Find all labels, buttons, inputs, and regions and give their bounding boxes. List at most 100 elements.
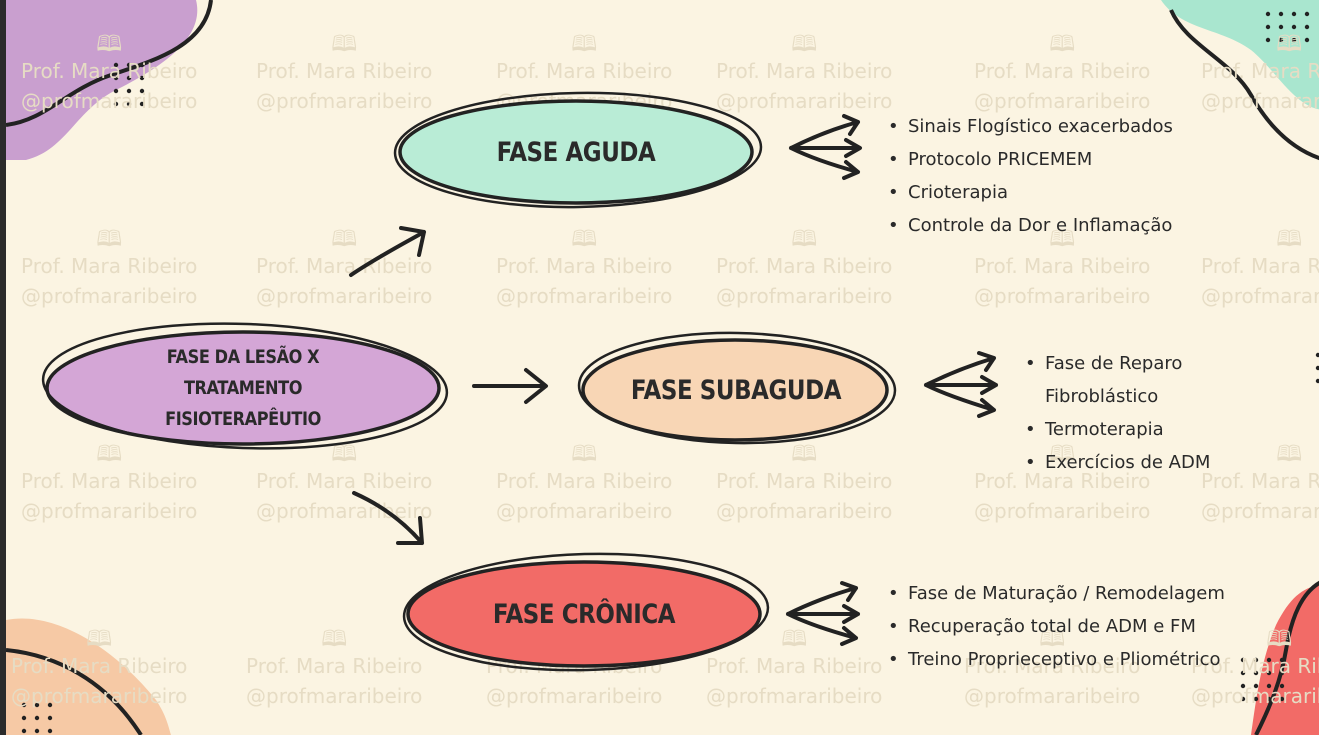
watermark-name: Prof. Mara Ribeiro [496,59,673,83]
book-icon: 🕮 [571,32,598,57]
decor-dot [1253,657,1259,663]
watermark-handle: @profmararibeiro [11,684,188,708]
list-item: Crioterapia [886,176,1173,209]
list-fase-subaguda: Fase de Reparo Fibroblástico Termoterapi… [1023,347,1210,479]
watermark-name: Prof. Mara Ribeiro [11,654,188,678]
watermark-name: Prof. Mara Ribeiro [716,469,893,493]
decor-dot [126,101,132,107]
list-item: Termoterapia [1023,413,1210,446]
blob-bottom-left [6,618,171,735]
decor-dot [1291,37,1297,43]
decor-dot [1253,696,1259,702]
decor-dot [1240,696,1246,702]
watermark: 🕮Prof. Mara Ribeiro@profmararibeiro [716,444,892,526]
book-icon: 🕮 [96,442,123,467]
list-item: Controle da Dor e Inflamação [886,209,1173,242]
decor-dot [1279,696,1285,702]
decor-dot [1240,657,1246,663]
decor-dot [1278,11,1284,17]
node-fase-aguda: FASE AGUDA [496,136,656,168]
list-item: Fase de Reparo [1023,347,1210,380]
decor-dot [126,62,132,68]
list-fase-aguda: Sinais Flogístico exacerbados Protocolo … [886,110,1173,242]
decor-dot [21,702,27,708]
watermark: 🕮Prof. Mara Ribeiro@profmararibeiro [496,444,672,526]
list-item: Treino Proprieceptivo e Pliométrico [886,643,1225,676]
watermark: 🕮Prof. Mara Ribeiro@profmararibeiro [716,34,892,116]
watermark: 🕮Prof. Mara Ribeiro@profmararibeiro [974,34,1150,116]
watermark: 🕮Prof. Mara Ribeiro@profmararibeiro [1201,444,1319,526]
decor-dot [47,702,53,708]
decor-dot [1278,37,1284,43]
watermark-handle: @profmararibeiro [706,684,883,708]
book-icon: 🕮 [1276,227,1303,252]
watermark-handle: @profmararibeiro [974,499,1151,523]
decor-dot [113,88,119,94]
book-icon: 🕮 [1049,32,1076,57]
book-icon: 🕮 [1276,32,1303,57]
decor-dot [34,715,40,721]
watermark-name: Prof. Mara Ribeiro [21,469,198,493]
blob-bottom-left-outline [6,648,143,735]
list-item: Sinais Flogístico exacerbados [886,110,1173,143]
watermark-name: Prof. Mara Ribeiro [1201,469,1319,493]
decor-dot [1304,24,1310,30]
watermark-handle: @profmararibeiro [974,284,1151,308]
book-icon: 🕮 [791,32,818,57]
watermark: 🕮Prof. Mara Ribeiro @profmararibeiro [11,629,187,711]
list-item: Protocolo PRICEMEM [886,143,1173,176]
decor-dot [1266,670,1272,676]
arrow-to-cronica [352,491,424,545]
watermark-handle: @profmararibeiro [716,284,893,308]
watermark-name: Prof. Mara Ribeiro [716,254,893,278]
list-item: Fase de Maturação / Remodelagem [886,577,1225,610]
watermark-handle: @profmararibeiro [1201,284,1319,308]
dot-grid-decoration [21,11,1319,734]
watermark-handle: @profmararibeiro [1201,499,1319,523]
decor-dot [139,75,145,81]
decor-dot [1279,670,1285,676]
watermark: 🕮Prof. Mara Ribeiro @profmararibeiro [706,629,882,711]
decor-dot [1240,683,1246,689]
book-icon: 🕮 [781,627,808,652]
decor-dot [1266,683,1272,689]
book-icon: 🕮 [86,627,113,652]
list-item: Recuperação total de ADM e FM [886,610,1225,643]
decor-dot [1291,24,1297,30]
watermark-name: Prof. Mara Ribeiro [706,654,883,678]
watermark: 🕮Prof. Mara Ribeiro@profmararibeiro [21,229,197,311]
watermark: 🕮Prof. Mara Ribeiro@profmararibeiro [256,34,432,116]
decor-dot [1265,37,1271,43]
watermark-name: Prof. Mara Ribeiro [974,254,1151,278]
watermark-handle: @profmararibeiro [21,499,198,523]
watermark-name: Prof. Mara Ribeiro [974,59,1151,83]
book-icon: 🕮 [331,442,358,467]
decor-dot [113,101,119,107]
list-item-continuation: Fibroblástico [1045,386,1159,407]
triple-arrow-subaguda [924,351,998,418]
decor-dot [1265,11,1271,17]
decor-dot [1315,378,1319,384]
watermark-name: Prof. Mara Ribeiro [1201,59,1319,83]
list-item: Exercícios de ADM [1023,446,1210,479]
watermark-handle: @profmararibeiro [496,499,673,523]
watermark-name: Prof. Mara Ribeiro [21,59,198,83]
triple-arrow-aguda [789,114,862,180]
watermark-handle: @profmararibeiro [496,284,673,308]
watermark-name: Prof. Mara Ribeiro [1201,254,1319,278]
watermark-handle: @profmararibeiro [1191,684,1319,708]
watermark-handle: @profmararibeiro [486,684,663,708]
decor-dot [47,728,53,734]
blob-top-left-outline [6,0,213,127]
watermark-handle: @profmararibeiro [716,89,893,113]
decor-dot [126,88,132,94]
decor-dot [1315,352,1319,358]
blob-top-right-outline [1169,9,1319,161]
watermark-handle: @profmararibeiro [256,284,433,308]
ellipse-fase-cronica [402,552,770,672]
book-icon: 🕮 [96,227,123,252]
node-fase-cronica: FASE CRÔNICA [492,598,676,630]
decor-dot [113,62,119,68]
watermark-handle: @profmararibeiro [256,89,433,113]
